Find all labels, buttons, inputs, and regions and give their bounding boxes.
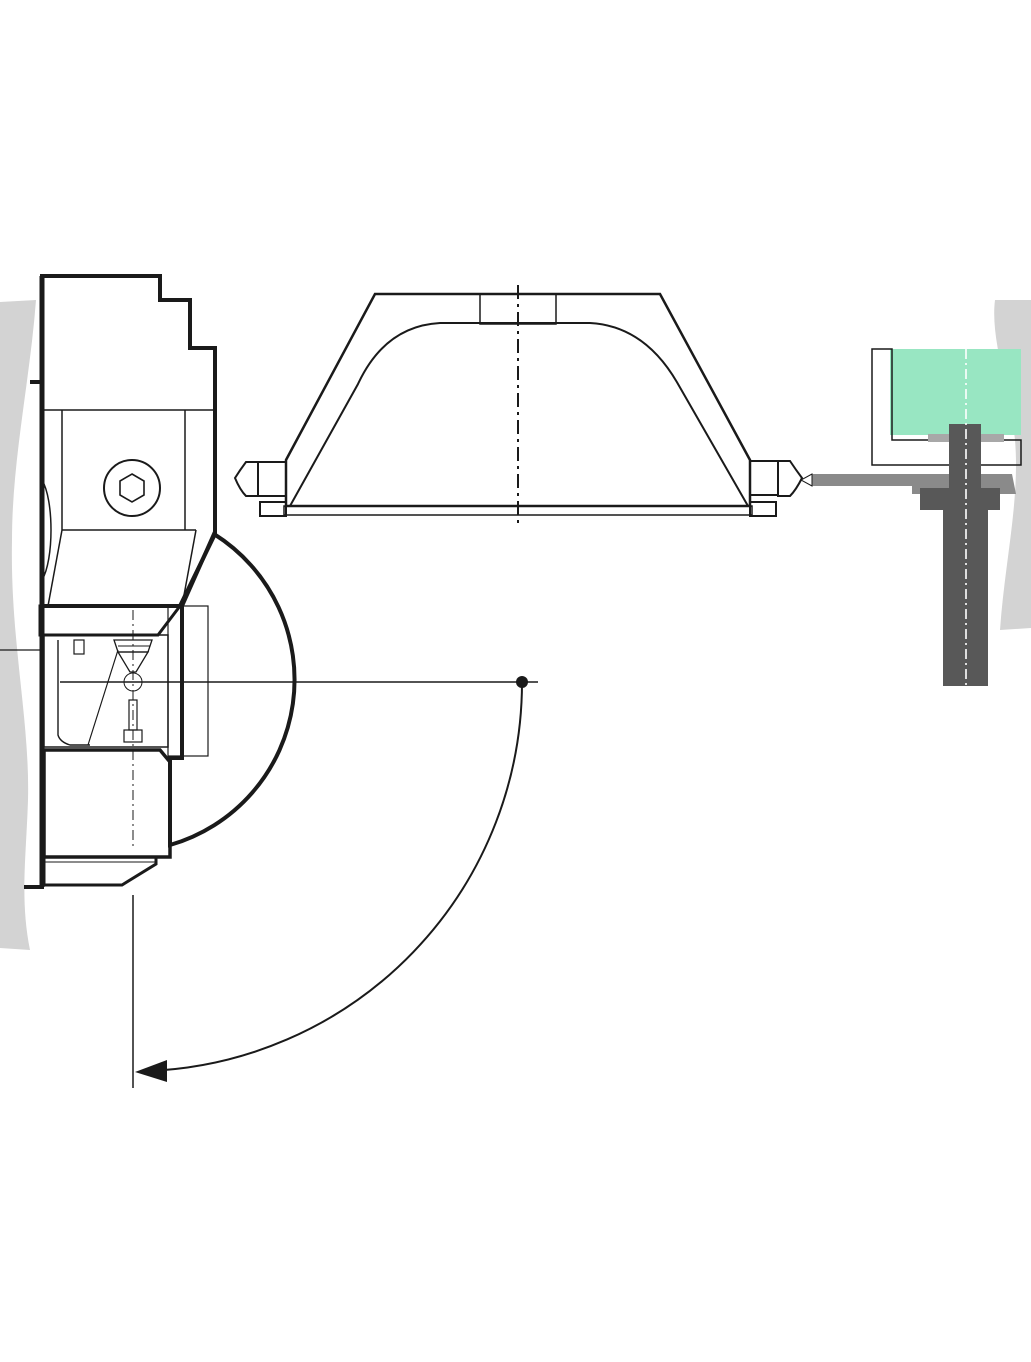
left-clamp-lug — [233, 461, 259, 497]
fixture-bracket — [871, 348, 1022, 466]
machine-column — [0, 300, 36, 950]
conical-workpiece — [283, 285, 753, 525]
left-clamp — [233, 461, 287, 517]
head-collar — [38, 604, 184, 637]
right-clamp-lug — [777, 460, 804, 497]
touch-probe-station — [799, 348, 1022, 686]
right-backdrop — [994, 300, 1031, 630]
arrow-head-icon — [135, 1060, 167, 1082]
right-clamp — [749, 460, 804, 517]
swivel-rotation-arrow — [60, 676, 538, 1088]
tool-window — [43, 634, 169, 748]
fixture-light-fill — [890, 349, 1021, 435]
workpiece-inner-cavity — [288, 322, 750, 507]
head-housing-top — [40, 274, 217, 608]
swivel-disc — [168, 531, 297, 848]
machine-column-backdrop — [0, 300, 36, 950]
hex-bolt-icon — [103, 459, 161, 517]
swivel-spindle-head — [0, 274, 217, 889]
probe-tip-icon — [799, 473, 813, 487]
head-base-plate — [42, 855, 158, 887]
rotation-arc — [147, 681, 523, 1072]
head-housing-bottom — [42, 748, 172, 859]
